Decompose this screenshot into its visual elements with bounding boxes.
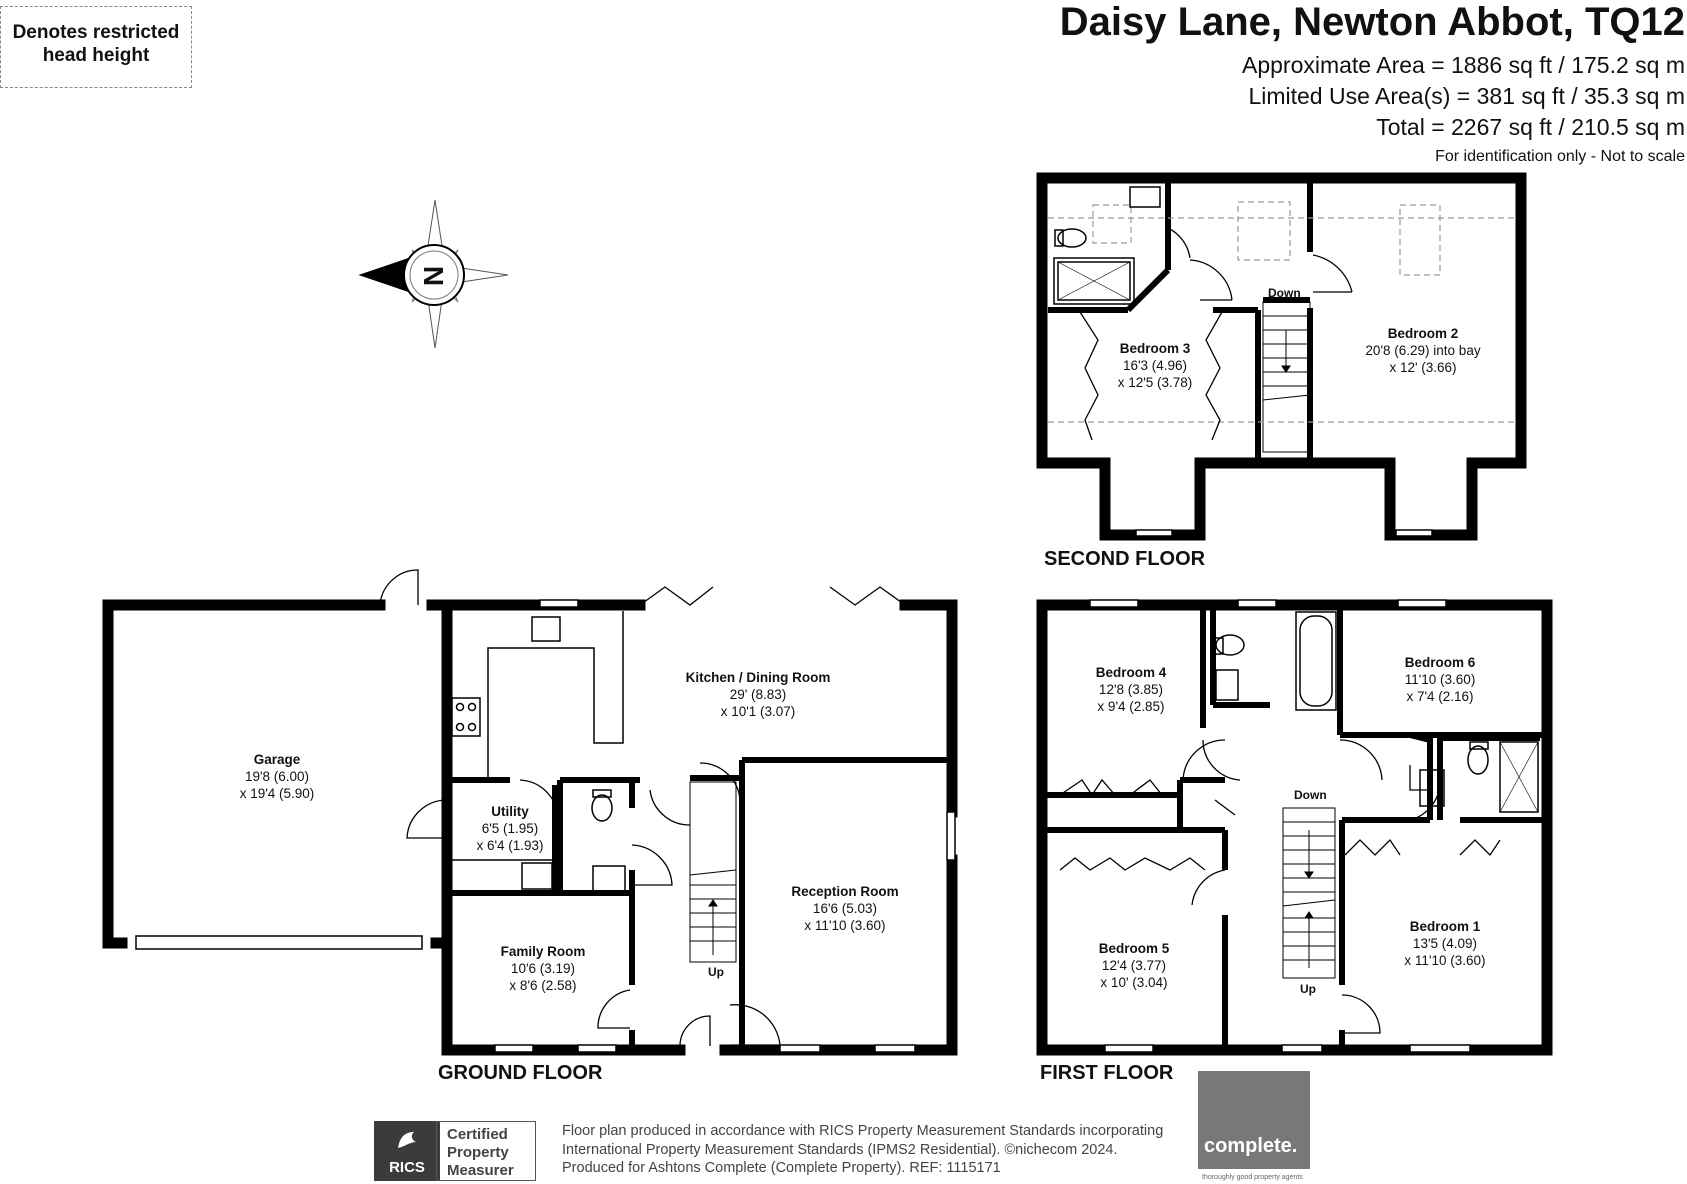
certified-measurer-badge: Certified Property Measurer: [436, 1121, 536, 1181]
footer-disclaimer: Floor plan produced in accordance with R…: [562, 1122, 1163, 1178]
property-title: Daisy Lane, Newton Abbot, TQ12: [1059, 0, 1685, 44]
stairs-down-first: Down: [1294, 788, 1327, 802]
ground-floor-label: GROUND FLOOR: [438, 1062, 603, 1084]
first-floor-label: FIRST FLOOR: [1040, 1062, 1174, 1084]
identification-note: For identification only - Not to scale: [1435, 148, 1685, 165]
cert-line-2: Property: [447, 1144, 509, 1161]
footer-line-1: Floor plan produced in accordance with R…: [562, 1123, 1164, 1139]
total-area: Total = 2267 sq ft / 210.5 sq m: [1376, 114, 1685, 140]
ground-floor-plan: [102, 569, 958, 1056]
stairs-down-second: Down: [1268, 286, 1301, 300]
cert-line-3: Measurer: [447, 1162, 514, 1179]
rics-crest-icon: [398, 1132, 416, 1148]
north-arrow-icon: [358, 199, 509, 349]
limited-use-area: Limited Use Area(s) = 381 sq ft / 35.3 s…: [1248, 83, 1685, 109]
rics-text: RICS: [389, 1159, 425, 1176]
stairs-up-ground: Up: [708, 965, 724, 979]
brand-tagline: thoroughly good property agents: [1202, 1174, 1303, 1181]
second-floor-plan: [1036, 172, 1527, 541]
stairs-up-first: Up: [1300, 982, 1316, 996]
footer-line-3: Produced for Ashtons Complete (Complete …: [562, 1160, 1001, 1176]
restricted-height-legend: Denotes restricted head height: [0, 6, 192, 88]
cert-line-1: Certified: [447, 1126, 508, 1143]
area-summary: Approximate Area = 1886 sq ft / 175.2 sq…: [1242, 50, 1685, 143]
complete-brand-logo: complete. thoroughly good property agent…: [1198, 1071, 1310, 1181]
compass-letter: N: [418, 265, 450, 287]
legend-line-1: Denotes restricted: [12, 22, 180, 43]
legend-line-2: head height: [42, 45, 150, 66]
footer-line-2: International Property Measurement Stand…: [562, 1141, 1118, 1158]
first-floor-plan: [1036, 599, 1553, 1056]
rics-logo: RICS: [374, 1121, 440, 1181]
approximate-area: Approximate Area = 1886 sq ft / 175.2 sq…: [1241, 52, 1685, 78]
second-floor-label: SECOND FLOOR: [1044, 548, 1206, 570]
brand-name: complete.: [1204, 1135, 1298, 1157]
